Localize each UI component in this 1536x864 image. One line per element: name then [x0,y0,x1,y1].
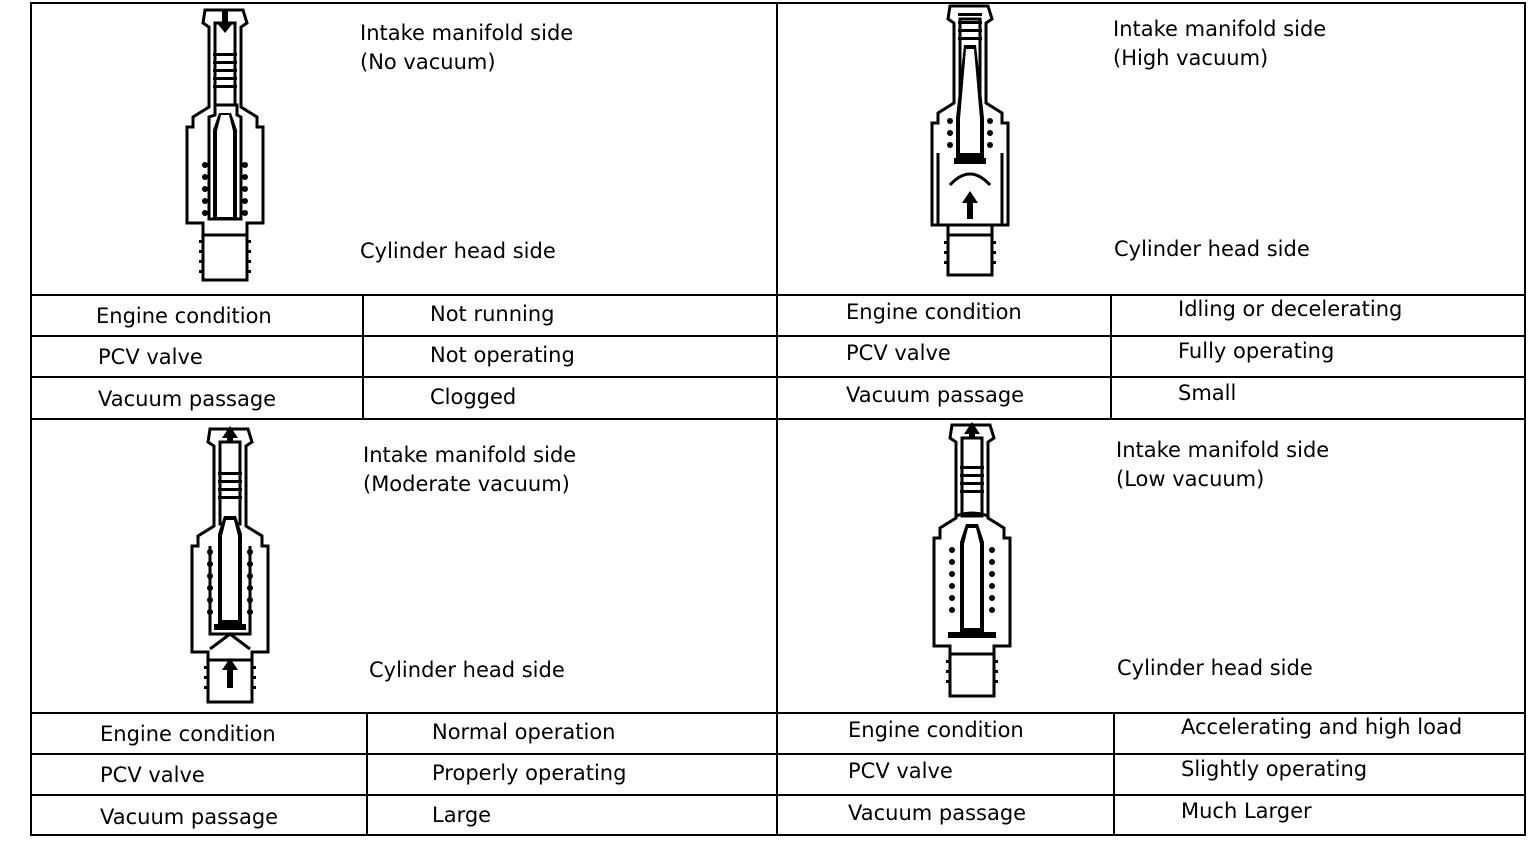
panel-4-row-label: Engine condition [848,718,1024,742]
panel-3-row-value: Properly operating [432,761,627,785]
panel-4-vacuum-state: (Low vacuum) [1116,467,1265,491]
panel-4-cylinder-label: Cylinder head side [1117,656,1313,680]
panel-2-row-label: PCV valve [846,341,951,365]
panel-4-row-value: Much Larger [1181,799,1312,823]
panel-3-vacuum-state: (Moderate vacuum) [363,472,570,496]
panel-2-row-label: Vacuum passage [846,383,1025,407]
top-table-row-divider-2 [30,376,1526,378]
pcv-valve-moderate-vacuum-illustration [190,426,270,704]
panel-2-row-value: Idling or decelerating [1178,297,1403,321]
panel-1-row-value: Clogged [430,385,517,409]
pcv-valve-no-vacuum-illustration [185,8,265,282]
table-column-divider-tl [362,294,364,418]
panel-4-row-label: Vacuum passage [848,801,1027,825]
panel-3-intake-label: Intake manifold side [363,443,577,467]
bottom-diagram-bottom-border [30,712,1526,714]
panel-1-row-value: Not running [430,302,555,326]
panel-4-row-value: Accelerating and high load [1181,715,1463,739]
table-column-divider-tr [1110,294,1112,418]
panel-4-row-value: Slightly operating [1181,757,1368,781]
pcv-valve-low-vacuum-illustration [932,422,1012,698]
panel-2-intake-label: Intake manifold side [1113,17,1327,41]
panel-3-row-label: PCV valve [100,763,205,787]
panel-1-row-label: Vacuum passage [98,387,277,411]
panel-4-intake-label: Intake manifold side [1116,438,1330,462]
panel-3-cylinder-label: Cylinder head side [369,658,565,682]
panel-4-row-label: PCV valve [848,759,953,783]
pcv-valve-high-vacuum-illustration [930,4,1010,277]
panel-2-cylinder-label: Cylinder head side [1114,237,1310,261]
middle-divider [30,418,1526,420]
panel-3-row-label: Engine condition [100,722,276,746]
panel-3-row-value: Normal operation [432,720,616,744]
top-diagram-bottom-border [30,294,1526,296]
panel-1-row-label: Engine condition [96,304,272,328]
panel-1-vacuum-state: (No vacuum) [360,50,496,74]
panel-2-row-value: Fully operating [1178,339,1335,363]
top-table-row-divider-1 [30,335,1526,337]
table-column-divider-bl [366,712,368,836]
panel-1-row-label: PCV valve [98,345,203,369]
panel-2-vacuum-state: (High vacuum) [1113,46,1269,70]
panel-3-row-value: Large [432,803,492,827]
panel-2-row-value: Small [1178,381,1237,405]
panel-1-intake-label: Intake manifold side [360,21,574,45]
panel-3-row-label: Vacuum passage [100,805,279,829]
panel-1-row-value: Not operating [430,343,575,367]
panel-1-cylinder-label: Cylinder head side [360,239,556,263]
table-column-divider-br [1113,712,1115,836]
bottom-table-row-divider-1 [30,753,1526,755]
bottom-table-row-divider-2 [30,794,1526,796]
panel-2-row-label: Engine condition [846,300,1022,324]
